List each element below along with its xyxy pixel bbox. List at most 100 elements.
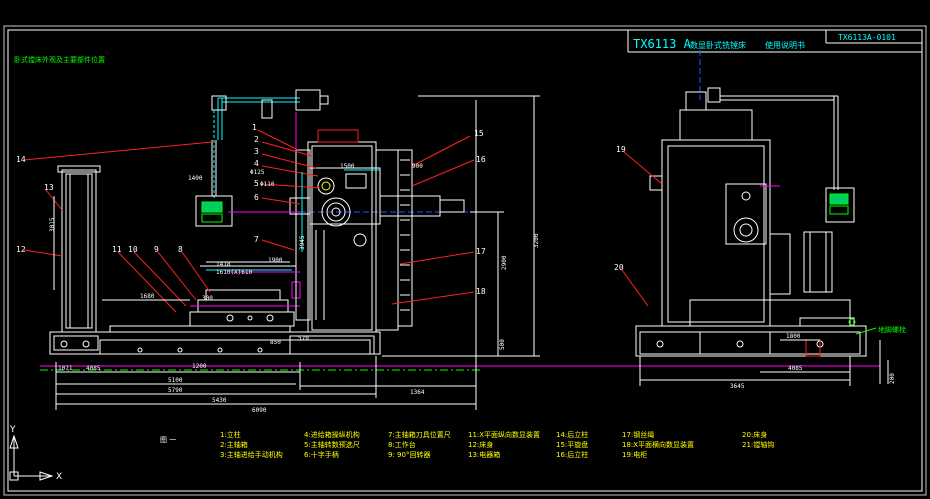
dimension-lines xyxy=(53,95,889,410)
dimension-cyan xyxy=(206,169,380,271)
dim-4085-right: 4085 xyxy=(788,365,803,372)
inner-frame xyxy=(7,29,923,492)
legend-item-8: 8:工作台 xyxy=(388,440,416,449)
leader-11: 11 xyxy=(112,245,122,254)
side-pendant-console xyxy=(825,187,855,223)
dim-3015: 3015 xyxy=(49,217,56,232)
dim-2900: 2900 xyxy=(501,255,508,270)
worktable xyxy=(189,281,301,327)
legend-item-20: 20:床身 xyxy=(742,430,767,439)
legend-item-14: 14:后立柱 xyxy=(556,430,588,439)
dim-3945: 3945 xyxy=(299,235,306,250)
dim-3200: 3200 xyxy=(533,233,540,248)
axis-y-label: Y xyxy=(9,425,16,435)
dim-500: 500 xyxy=(499,339,506,350)
dim-300: 300 xyxy=(202,295,213,302)
legend-item-15: 15:平旋盘 xyxy=(556,440,588,449)
leader-7: 7 xyxy=(254,235,259,244)
legend-item-2: 2:主轴箱 xyxy=(220,440,248,449)
dimension-texts: 1680 300 2900 1200 1071 4085 5100 5790 5… xyxy=(49,163,896,414)
legend-item-19: 19:电柜 xyxy=(622,450,647,459)
leader-18: 18 xyxy=(476,287,486,296)
leader-numbers-front: 1 2 3 4 5 6 7 8 9 10 11 12 13 14 15 16 1… xyxy=(16,123,486,296)
legend-item-9: 9: 90°回转器 xyxy=(388,450,430,459)
legend-item-13: 13:电器箱 xyxy=(468,450,500,459)
dim-5790: 5790 xyxy=(168,387,183,394)
leader-12: 12 xyxy=(16,245,26,254)
axis-x-label: X xyxy=(56,472,62,482)
legend: 图 一 1:立柱 2:主轴箱 3:主轴进给手动机构 4:进给箱操纵机构 5:主轴… xyxy=(160,430,774,459)
legend-item-17: 17:钢丝绳 xyxy=(622,430,654,439)
leader-19: 19 xyxy=(616,145,626,154)
dim-1680: 1680 xyxy=(140,293,155,300)
dim-1418: 1418 xyxy=(216,261,231,268)
model-title: TX6113 A xyxy=(633,37,692,51)
leader-13: 13 xyxy=(44,183,54,192)
leader-15: 15 xyxy=(474,129,484,138)
bed xyxy=(49,325,381,355)
dim-3645: 3645 xyxy=(730,383,745,390)
legend-item-1: 1:立柱 xyxy=(220,430,241,439)
legend-item-11: 11:X平面纵向数显装置 xyxy=(468,430,540,439)
legend-item-16: 16:后立柱 xyxy=(556,450,588,459)
dim-1900: 1900 xyxy=(268,257,283,264)
dim-1071: 1071 xyxy=(58,365,73,372)
leader-6: 6 xyxy=(254,193,259,202)
dim-phi125: Φ125 xyxy=(250,169,265,176)
leader-3: 3 xyxy=(254,147,259,156)
leader-5: 5 xyxy=(254,179,259,188)
title-block: TX6113 A 数显卧式铣镗床 使用说明书 TX6113A-0101 xyxy=(627,30,922,53)
leader-14: 14 xyxy=(16,155,26,164)
dim-1610x610: 1610(X)610 xyxy=(216,269,253,276)
dim-1800: 1800 xyxy=(786,333,801,340)
main-column xyxy=(295,129,413,333)
leader-2: 2 xyxy=(254,135,259,144)
drawing-number: TX6113A-0101 xyxy=(838,33,896,42)
leader-1: 1 xyxy=(252,123,257,132)
dim-phi110: Φ110 xyxy=(260,181,275,188)
dim-5100: 5100 xyxy=(168,377,183,384)
legend-item-6: 6:十字手柄 xyxy=(304,450,339,459)
legend-item-21: 21:镗轴钩 xyxy=(742,440,774,449)
legend-item-12: 12:床身 xyxy=(468,440,493,449)
leaders-side: 19 20 地脚螺栓 xyxy=(614,145,906,335)
legend-item-3: 3:主轴进给手动机构 xyxy=(220,450,283,459)
legend-item-18: 18:X平面横向数显装置 xyxy=(622,440,694,449)
leader-10: 10 xyxy=(128,245,138,254)
dim-1200: 1200 xyxy=(192,363,207,370)
legend-lead: 图 一 xyxy=(160,436,176,444)
dim-4085-left: 4085 xyxy=(86,365,101,372)
leader-20: 20 xyxy=(614,263,624,272)
manual-label: 使用说明书 xyxy=(765,40,805,50)
legend-item-5: 5:主轴转数预选尺 xyxy=(304,440,360,449)
legend-item-7: 7:主轴箱刀具位置尺 xyxy=(388,430,451,439)
side-column xyxy=(661,139,771,327)
dim-850: 850 xyxy=(270,339,281,346)
dim-6090: 6090 xyxy=(252,407,267,414)
outer-frame xyxy=(3,25,927,496)
dim-1364: 1364 xyxy=(410,389,425,396)
drawing-heading: 卧式镗床外观及主要部件位置 xyxy=(14,55,105,64)
dim-5430: 5430 xyxy=(212,397,227,404)
side-view xyxy=(635,87,867,357)
leader-16: 16 xyxy=(476,155,486,164)
ucs-axis-icon: Y X xyxy=(9,425,62,482)
side-bed xyxy=(635,325,867,357)
legend-item-4: 4:进给箱操纵机构 xyxy=(304,430,360,439)
front-view xyxy=(49,89,465,355)
dim-1500: 1500 xyxy=(340,163,355,170)
dim-1400: 1400 xyxy=(188,175,203,182)
headstock xyxy=(289,167,465,320)
dim-200: 200 xyxy=(889,373,896,384)
leader-17: 17 xyxy=(476,247,486,256)
leaders-front xyxy=(23,129,475,313)
leader-4: 4 xyxy=(254,159,259,168)
pendant-console xyxy=(195,195,233,227)
foundation-bolt-label: 地脚螺栓 xyxy=(878,325,906,334)
dim-570: 570 xyxy=(298,335,309,342)
leader-8: 8 xyxy=(178,245,183,254)
rear-column xyxy=(57,165,101,333)
leader-9: 9 xyxy=(154,245,159,254)
